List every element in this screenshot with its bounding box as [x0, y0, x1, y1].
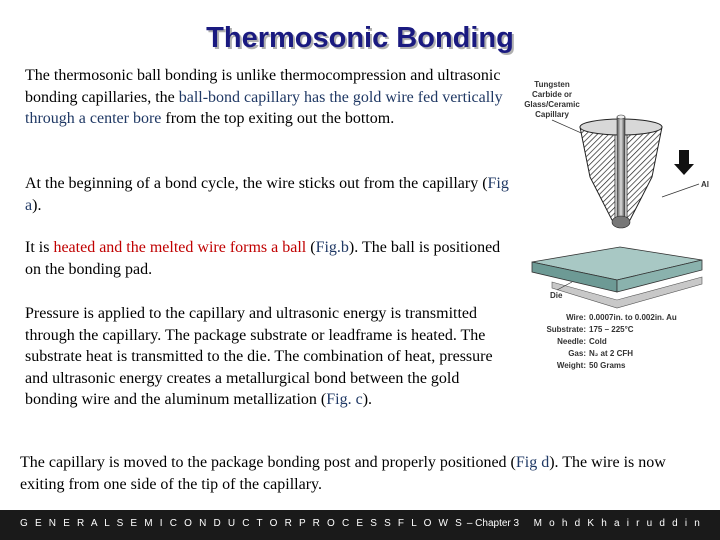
spec-needle: Needle: — [557, 337, 586, 346]
svg-text:N₂ at 2 CFH: N₂ at 2 CFH — [589, 349, 633, 358]
paragraph-fig-b: It is heated and the melted wire forms a… — [25, 239, 501, 278]
paragraph-fig-a: At the beginning of a bond cycle, the wi… — [25, 175, 509, 214]
svg-text:Capillary: Capillary — [535, 110, 569, 119]
footer-bar: G E N E R A L S E M I C O N D U C T O R … — [0, 510, 720, 540]
fig-d-reference: Fig d — [515, 454, 550, 471]
gold-wire — [616, 116, 626, 218]
fig-b-reference: Fig.b — [315, 239, 349, 256]
fig-a-reference: Fig a — [25, 175, 509, 214]
spec-substrate: Substrate: — [546, 325, 586, 334]
fig-c-reference: Fig. c — [326, 391, 363, 408]
svg-text:175 – 225°C: 175 – 225°C — [589, 325, 634, 334]
spec-wire: Wire: — [566, 313, 586, 322]
capillary-label: Tungsten — [534, 80, 570, 89]
svg-text:0.0007in. to 0.002in. Au: 0.0007in. to 0.002in. Au — [589, 313, 677, 322]
spec-weight: Weight: — [557, 361, 586, 370]
spec-gas: Gas: — [568, 349, 586, 358]
footer-left: G E N E R A L S E M I C O N D U C T O R … — [20, 518, 520, 529]
paragraph-fig-d: The capillary is moved to the package bo… — [20, 454, 666, 493]
paragraph-fig-c: Pressure is applied to the capillary and… — [25, 305, 493, 408]
svg-text:Cold: Cold — [589, 337, 607, 346]
footer-author: M o h d K h a i r u d d i n — [533, 518, 702, 529]
die-label: Die — [550, 291, 563, 300]
svg-text:Glass/Ceramic: Glass/Ceramic — [524, 100, 580, 109]
force-arrow-icon — [674, 150, 694, 175]
capillary-diagram: Tungsten Carbide or Glass/Ceramic Capill… — [512, 72, 720, 382]
svg-text:Carbide or: Carbide or — [532, 90, 572, 99]
paragraph-intro: The thermosonic ball bonding is unlike t… — [25, 67, 503, 127]
al-label: Al — [701, 180, 709, 189]
svg-text:50 Grams: 50 Grams — [589, 361, 626, 370]
slide-title: Thermosonic Bonding — [206, 22, 514, 54]
